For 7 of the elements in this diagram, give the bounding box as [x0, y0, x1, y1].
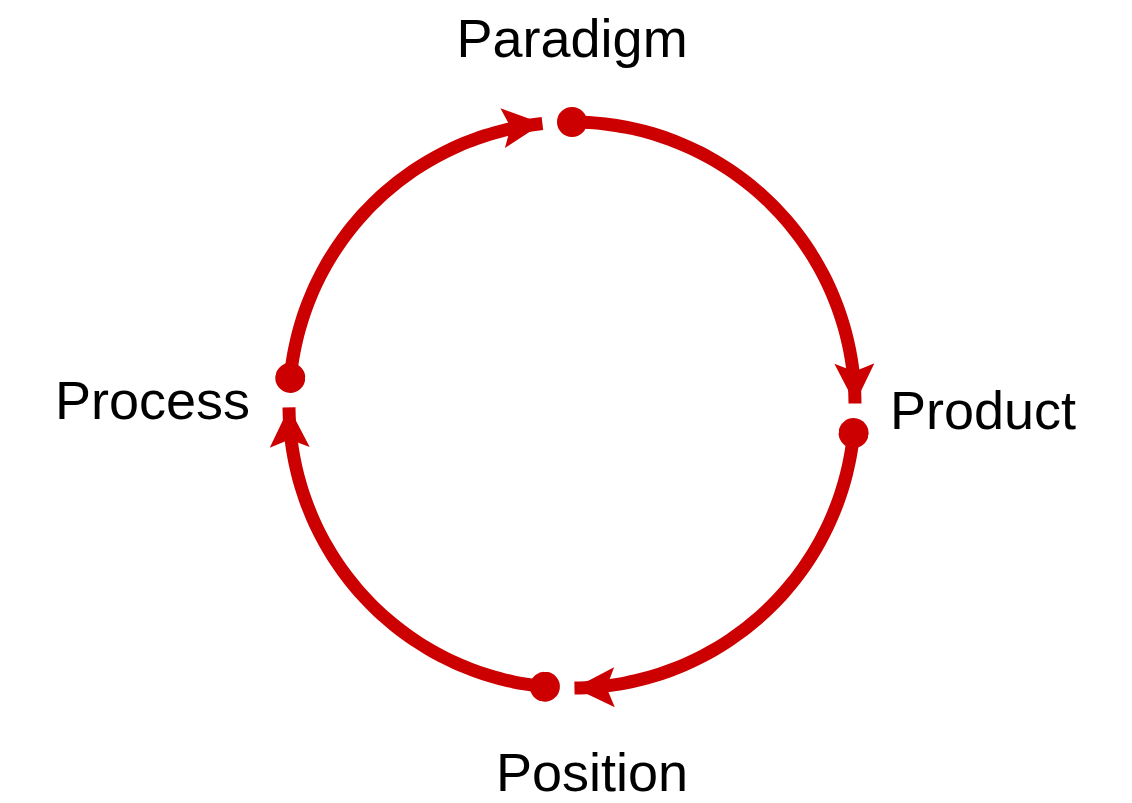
cycle-arrow — [557, 107, 875, 404]
cycle-arrow — [275, 108, 544, 393]
stage-label: Position — [496, 745, 689, 799]
cycle-arrow — [574, 418, 869, 708]
stage-label: Product — [890, 383, 1077, 437]
stage-label: Process — [55, 373, 251, 427]
cycle-arrow — [269, 407, 560, 702]
